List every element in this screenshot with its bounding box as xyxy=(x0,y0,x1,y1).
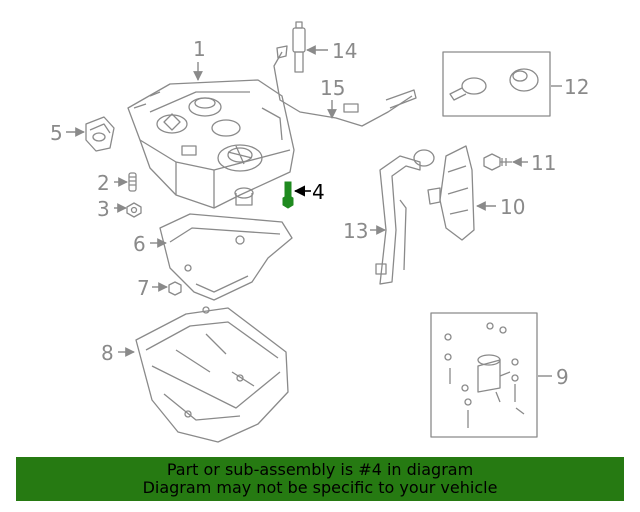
callout-2: 2 xyxy=(97,171,110,195)
part-6-shield xyxy=(159,213,293,301)
part-15-harness xyxy=(273,45,417,127)
banner-line-disclaimer: Diagram may not be specific to your vehi… xyxy=(142,478,498,497)
part-11-bolt xyxy=(483,153,512,171)
callout-13: 13 xyxy=(343,219,368,243)
callout-7: 7 xyxy=(137,276,150,300)
part-2-stud xyxy=(128,172,137,192)
callout-9: 9 xyxy=(556,365,569,389)
part-8-tray xyxy=(135,306,289,443)
part-3-nut xyxy=(126,202,142,218)
callout-8: 8 xyxy=(101,341,114,365)
info-banner: Part or sub-assembly is #4 in diagram Di… xyxy=(16,457,624,501)
callout-10: 10 xyxy=(500,195,525,219)
callout-15: 15 xyxy=(320,76,345,100)
callout-3: 3 xyxy=(97,197,110,221)
part-12-kit-box xyxy=(442,51,551,117)
parts-diagram: 1 2 3 4 5 6 7 8 9 10 11 12 13 14 15 xyxy=(50,21,589,443)
part-14-sensor xyxy=(292,21,306,73)
part-4-bolt-highlight xyxy=(282,181,294,209)
callout-6: 6 xyxy=(133,232,146,256)
part-7-nut xyxy=(168,281,182,296)
part-9-kit-box xyxy=(430,312,538,438)
callout-1: 1 xyxy=(193,37,206,61)
banner-line-part: Part or sub-assembly is #4 in diagram xyxy=(166,460,474,479)
part-1-tank-assembly xyxy=(127,79,295,209)
callout-14: 14 xyxy=(332,39,357,63)
part-13-filler-pipe xyxy=(375,149,435,285)
part-5-bracket xyxy=(85,116,115,152)
callout-11: 11 xyxy=(531,151,556,175)
callout-5: 5 xyxy=(50,121,63,145)
callout-12: 12 xyxy=(564,75,589,99)
callout-4: 4 xyxy=(312,180,325,204)
part-10-bracket xyxy=(427,145,475,241)
